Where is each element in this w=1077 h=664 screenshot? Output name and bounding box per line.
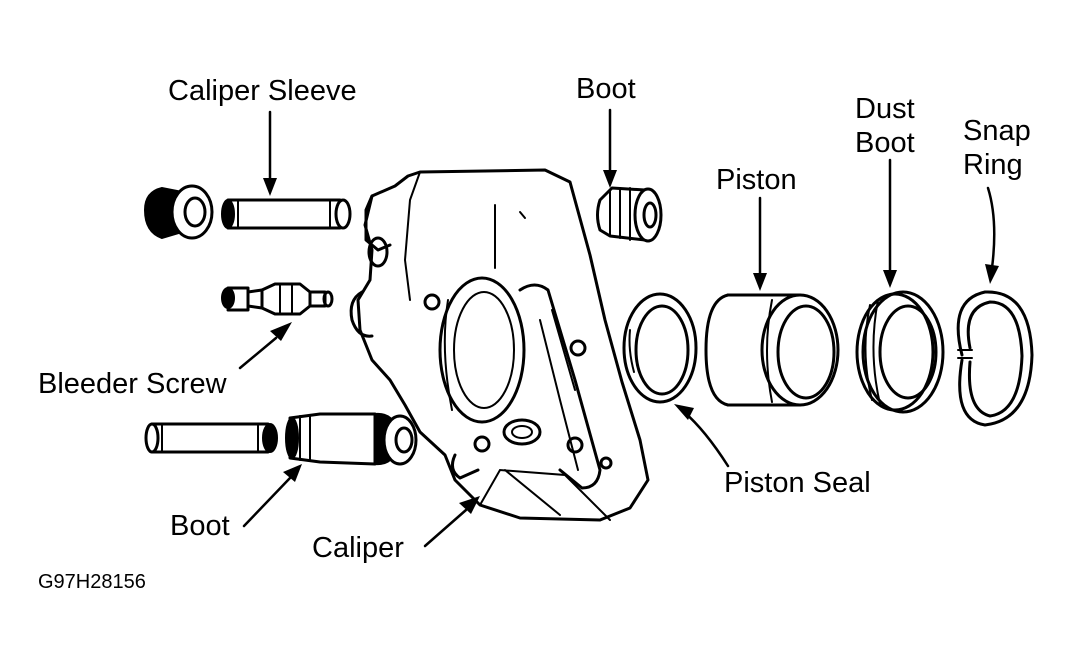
- bleeder-screw: [221, 282, 334, 316]
- top-boot: [596, 186, 663, 243]
- piston: [704, 293, 840, 407]
- label-boot-bottom: Boot: [170, 510, 230, 542]
- label-piston-seal: Piston Seal: [724, 467, 871, 499]
- leader-boot-top: [603, 108, 617, 188]
- upper-sleeve-boot: [143, 184, 214, 240]
- label-caliper: Caliper: [312, 532, 404, 564]
- figure-code: G97H28156: [38, 571, 146, 593]
- leader-bleeder-screw: [238, 322, 292, 370]
- dust-boot: [855, 290, 945, 414]
- leader-dust-boot: [883, 158, 897, 288]
- label-snap-ring-line1: Snap: [963, 115, 1031, 147]
- label-caliper-sleeve: Caliper Sleeve: [168, 75, 357, 107]
- caliper-body: [349, 168, 650, 522]
- label-piston: Piston: [716, 164, 797, 196]
- leader-boot-bottom: [242, 464, 302, 528]
- piston-seal: [622, 292, 698, 404]
- label-boot-top: Boot: [576, 73, 636, 105]
- label-dust-boot-line2: Boot: [855, 127, 915, 159]
- leader-caliper-sleeve: [263, 110, 277, 196]
- leader-piston: [753, 196, 767, 291]
- snap-ring: [956, 290, 1034, 427]
- caliper-sleeve-lower: [144, 422, 278, 454]
- leader-piston-seal: [674, 404, 730, 468]
- leader-snap-ring: [985, 186, 999, 284]
- caliper-sleeve-upper: [221, 198, 352, 230]
- leader-caliper: [423, 496, 480, 548]
- lower-sleeve-boot: [285, 412, 418, 466]
- label-dust-boot-line1: Dust: [855, 93, 915, 125]
- label-bleeder-screw: Bleeder Screw: [38, 368, 228, 400]
- label-snap-ring-line2: Ring: [963, 149, 1023, 181]
